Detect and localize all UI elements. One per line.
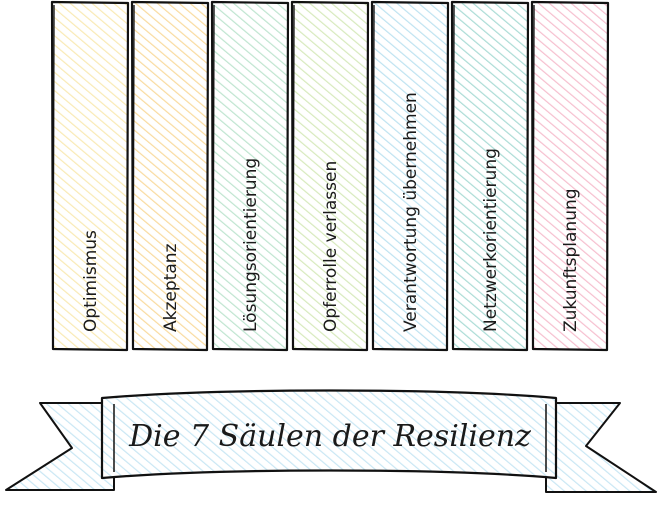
pillar-1: Optimismus bbox=[50, 0, 130, 352]
pillar-edge bbox=[452, 4, 455, 348]
pillar-2: Akzeptanz bbox=[130, 0, 210, 352]
pillar-edge bbox=[212, 4, 215, 348]
banner-ribbon-hatch bbox=[100, 389, 558, 480]
pillar-6: Netzwerkorientierung bbox=[450, 0, 530, 352]
pillar-edge bbox=[532, 4, 535, 348]
pillar-edge bbox=[372, 4, 375, 348]
pillar-4: Opferrolle verlassen bbox=[290, 0, 370, 352]
banner-right-tail bbox=[545, 402, 657, 493]
pillars-group: Optimismus Akzeptanz Lösungsorientierung Op… bbox=[50, 0, 610, 352]
pillar-edge bbox=[132, 4, 135, 348]
pillar-label: Verantwortung übernehmen bbox=[401, 92, 421, 332]
pillar-edge bbox=[292, 4, 295, 348]
pillar-label: Optimismus bbox=[81, 230, 101, 332]
pillar-label: Akzeptanz bbox=[161, 243, 181, 332]
pillar-label: Opferrolle verlassen bbox=[321, 161, 341, 332]
pillar-7: Zukunftsplanung bbox=[530, 0, 610, 352]
pillar-5: Verantwortung übernehmen bbox=[370, 0, 450, 352]
banner-title: Die 7 Säulen der Resilienz bbox=[128, 419, 531, 454]
pillar-label: Lösungsorientierung bbox=[241, 158, 261, 332]
banner: Die 7 Säulen der Resilienz bbox=[5, 389, 657, 493]
pillar-edge bbox=[52, 4, 55, 348]
pillar-3: Lösungsorientierung bbox=[210, 0, 290, 352]
pillar-label: Netzwerkorientierung bbox=[481, 148, 501, 332]
pillar-label: Zukunftsplanung bbox=[561, 188, 581, 332]
banner-left-tail bbox=[5, 402, 115, 491]
